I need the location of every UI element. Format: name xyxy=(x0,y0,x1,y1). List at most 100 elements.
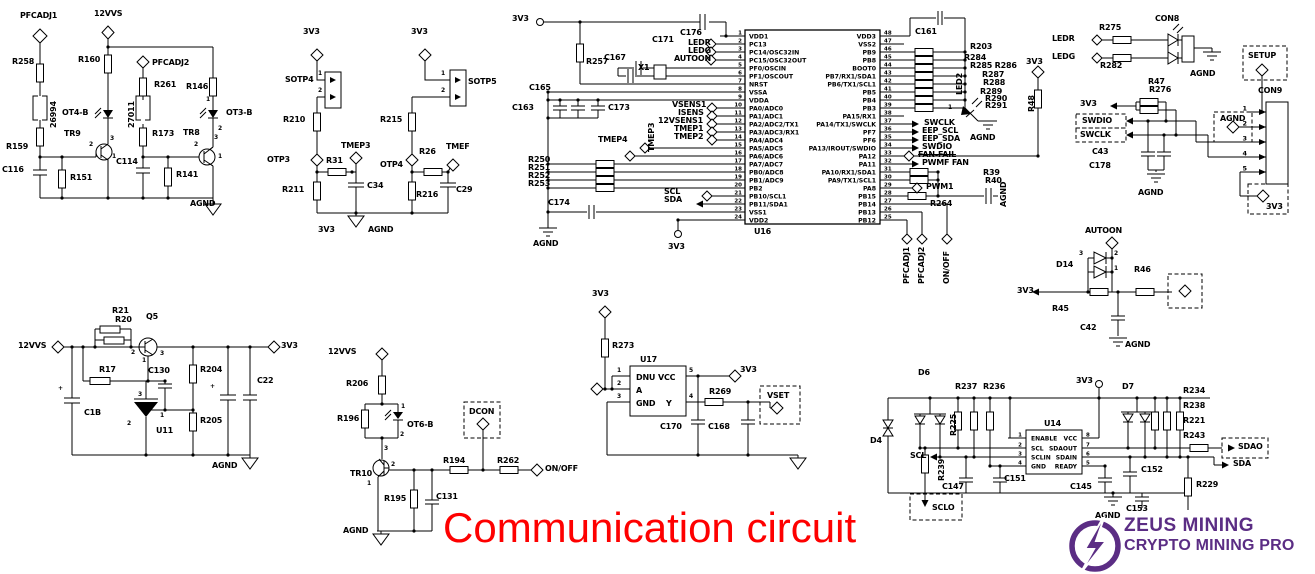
generated-pins: 1 VDD1 2 PC13 3 PC14/OSC32IN 4 PC15/OSC32OUT 5 PF… xyxy=(720,31,1247,470)
u16-pin-name: PA6/ADC6 xyxy=(749,153,783,160)
u16-pin-name: VDD2 xyxy=(749,217,768,224)
u16-pin-number: 14 xyxy=(734,135,742,141)
u14-pin-name: SCLIN xyxy=(1031,454,1051,461)
u16-pin-number: 44 xyxy=(884,63,892,69)
u16-pin-number: 11 xyxy=(734,111,742,117)
u16-pin-number: 41 xyxy=(884,87,892,93)
u14-pin-number: 4 xyxy=(1018,461,1022,467)
u16-pin-number: 35 xyxy=(884,135,892,141)
u16-pin-name: PC13 xyxy=(749,41,767,48)
u16-pin-name: VSS1 xyxy=(749,209,767,216)
con9-pin-number: 1 xyxy=(1242,105,1247,113)
u16-pin-number: 17 xyxy=(734,159,742,165)
u16-pin-name: PB14 xyxy=(858,201,877,208)
u16-pin-name: PB11/SDA1 xyxy=(749,201,788,208)
u16-pin-number: 38 xyxy=(884,111,892,117)
u16-pin-name: BOOT0 xyxy=(852,65,876,72)
u14-pin-name: GND xyxy=(1031,463,1046,470)
u16-pin-number: 18 xyxy=(734,167,742,173)
u16-pin-number: 19 xyxy=(734,175,742,181)
mcu-right-pullups-circuit xyxy=(904,11,1039,234)
u14-pin-number: 3 xyxy=(1018,452,1022,458)
u14-pin-number: 5 xyxy=(1086,461,1090,467)
u16-pin-name: PB0/ADC8 xyxy=(749,169,784,176)
u14-pin-number: 2 xyxy=(1018,443,1022,449)
u16-pin-number: 8 xyxy=(738,87,742,93)
resistor-symbols xyxy=(36,36,1209,509)
con9-pin-number: 3 xyxy=(1242,135,1247,143)
mcu-u16-symbol xyxy=(744,29,881,225)
u16-pin-name: PB6/TX1/SCL1 xyxy=(827,81,876,88)
u16-pin-name: PA14/TX1/SWCLK xyxy=(816,121,876,128)
u16-pin-number: 3 xyxy=(738,47,742,53)
u16-pin-number: 2 xyxy=(738,39,742,45)
u14-pin-name: READY xyxy=(1055,463,1078,470)
overtemp-sense-circuit xyxy=(316,61,467,228)
u16-pin-number: 21 xyxy=(734,191,742,197)
u16-pin-number: 36 xyxy=(884,127,892,133)
u16-pin-number: 27 xyxy=(884,199,892,205)
u16-pin-name: PA11 xyxy=(859,161,876,168)
u16-pin-name: PB13 xyxy=(858,209,876,216)
mcu-support-circuit xyxy=(536,14,727,238)
u16-pin-name: PA4/ADC4 xyxy=(749,137,784,144)
u16-pin-name: PC15/OSC32OUT xyxy=(749,57,807,64)
u16-pin-name: VDD1 xyxy=(749,33,768,40)
u16-pin-name: PB1/ADC9 xyxy=(749,177,784,184)
u16-pin-number: 39 xyxy=(884,103,892,109)
u14-pin-name: SDAOUT xyxy=(1049,445,1078,452)
u16-pin-number: 6 xyxy=(738,71,742,77)
zeus-logo-icon xyxy=(1069,517,1121,574)
u16-pin-name: PA7/ADC7 xyxy=(749,161,783,168)
net-flag-diamonds xyxy=(32,25,1270,477)
u16-pin-number: 12 xyxy=(734,119,742,125)
schematic-title: Communication circuit xyxy=(443,504,857,551)
u16-pin-name: PB7/RX1/SDA1 xyxy=(825,73,876,80)
logo-line1: ZEUS MINING xyxy=(1124,515,1255,536)
u16-pin-name: PB9 xyxy=(862,49,876,56)
u16-pin-number: 33 xyxy=(884,151,892,157)
u16-pin-number: 32 xyxy=(884,159,892,165)
autoon-circuit xyxy=(1032,249,1203,347)
u16-pin-number: 45 xyxy=(884,55,892,61)
i2c-buffer-circuit xyxy=(882,380,1269,521)
logo-line2: CRYPTO MINING PRO xyxy=(1124,537,1295,554)
u16-pin-number: 25 xyxy=(884,215,892,221)
zeus-mining-logo: ZEUS MINING CRYPTO MINING PRO xyxy=(1064,508,1314,574)
u16-pin-name: PF6 xyxy=(863,137,876,144)
u16-pin-name: PA2/ADC2/TX1 xyxy=(749,121,799,128)
u16-pin-name: PC14/OSC32IN xyxy=(749,49,799,56)
u16-pin-name: PB2 xyxy=(749,185,763,192)
u16-pin-name: PA12 xyxy=(859,153,876,160)
u16-pin-number: 42 xyxy=(884,79,892,85)
u16-pin-number: 29 xyxy=(884,183,892,189)
u16-pin-name: PB5 xyxy=(862,89,876,96)
u16-pin-name: PA1/ADC1 xyxy=(749,113,783,120)
u16-pin-name: PF7 xyxy=(863,129,876,136)
u16-pin-number: 34 xyxy=(884,143,892,149)
u16-pin-name: PB3 xyxy=(862,105,876,112)
u16-pin-number: 20 xyxy=(734,183,742,189)
u14-pin-number: 7 xyxy=(1086,443,1090,449)
u16-pin-name: PA9/TX1/SCL1 xyxy=(828,177,876,184)
u16-pin-number: 48 xyxy=(884,31,892,37)
u16-pin-name: PA5/ADC5 xyxy=(749,145,783,152)
u16-pin-name: PA0/ADC0 xyxy=(749,105,784,112)
u16-pin-number: 24 xyxy=(734,215,742,221)
u16-pin-number: 47 xyxy=(884,39,892,45)
u16-pin-number: 23 xyxy=(734,207,742,213)
u16-pin-name: PA15/RX1 xyxy=(843,113,876,120)
u14-pin-name: SCL xyxy=(1031,445,1044,452)
junction-dots xyxy=(38,20,1264,533)
u16-pin-name: PA10/RX1/SDA1 xyxy=(822,169,876,176)
u16-pin-number: 16 xyxy=(734,151,742,157)
u16-pin-number: 43 xyxy=(884,71,892,77)
u16-pin-name: VSS2 xyxy=(858,41,876,48)
u16-pin-name: PB10/SCL1 xyxy=(749,193,786,200)
u16-pin-name: PB12 xyxy=(858,217,876,224)
u14-pin-number: 8 xyxy=(1086,433,1090,439)
u16-pin-number: 37 xyxy=(884,119,892,125)
u16-pin-number: 4 xyxy=(738,55,742,61)
u16-pin-name: PA3/ADC3/RX1 xyxy=(749,129,799,136)
